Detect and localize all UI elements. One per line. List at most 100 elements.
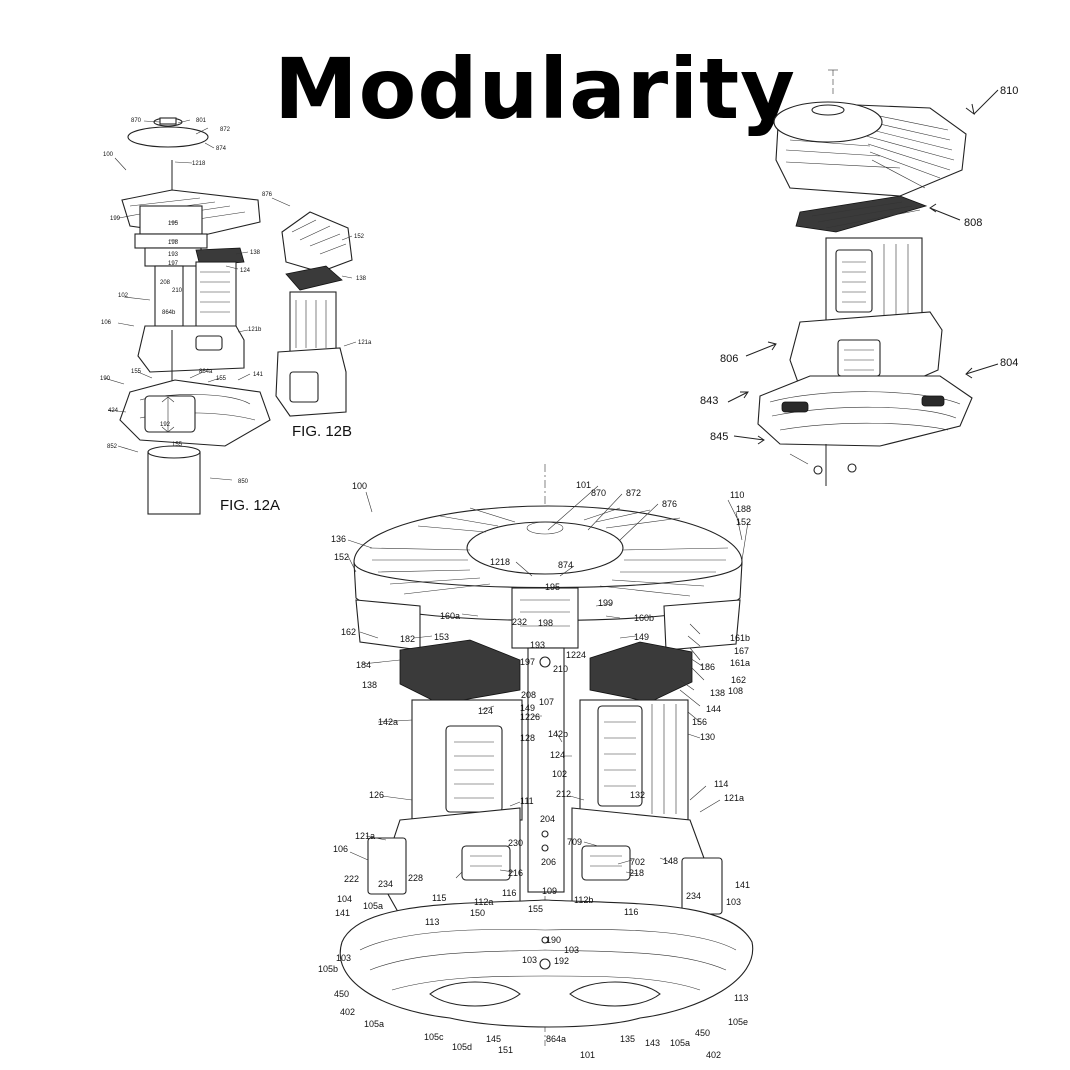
modular-view-label: 808: [964, 217, 982, 229]
fig12a-label: 864b: [162, 310, 176, 316]
main-view-label: 149: [520, 703, 535, 713]
main-view-label: 450: [695, 1028, 710, 1038]
main-view-labels: 100 101 870 872 876 110 188 152 136 152 …: [318, 480, 751, 1060]
main-view-label: 197: [520, 657, 535, 667]
main-view-label: 101: [580, 1050, 595, 1060]
main-view-label: 105a: [364, 1019, 384, 1029]
main-view-drawing: [339, 464, 754, 1046]
main-view-label: 130: [700, 732, 715, 742]
main-view-label: 212: [556, 789, 571, 799]
main-view-label: 161b: [730, 633, 750, 643]
main-view-label: 162: [731, 675, 746, 685]
modular-view-label: 810: [1000, 85, 1018, 97]
fig12a-label: 121b: [248, 327, 262, 333]
main-view-label: 103: [564, 945, 579, 955]
main-view-label: 103: [336, 953, 351, 963]
fig12a-label: 155: [131, 369, 142, 375]
modular-view-label: 806: [720, 353, 738, 365]
main-view-label: 105a: [670, 1038, 690, 1048]
main-view-label: 106: [333, 844, 348, 854]
main-view-label: 110: [730, 490, 744, 500]
main-view-label: 206: [541, 857, 556, 867]
fig12a-label: 852: [107, 444, 118, 450]
main-view-label: 153: [434, 632, 449, 642]
fig12a-label: 208: [160, 280, 171, 286]
main-view-label: 135: [620, 1034, 635, 1044]
main-view-label: 148: [663, 856, 678, 866]
main-view-label: 116: [502, 888, 516, 898]
main-view-label: 138: [710, 688, 725, 698]
main-view-label: 105e: [728, 1017, 748, 1027]
main-view-label: 132: [630, 790, 645, 800]
fig12a-caption: FIG. 12A: [220, 497, 280, 514]
fig12a-label: 198: [168, 240, 179, 246]
main-view-label: 113: [734, 993, 748, 1003]
fig12a-label: 138: [250, 250, 261, 256]
main-view-label: 155: [528, 904, 543, 914]
main-view-label: 142b: [548, 729, 568, 739]
main-view-label: 112b: [574, 895, 593, 905]
fig12a-label: 100: [103, 152, 114, 158]
fig12b-label: 121a: [358, 340, 372, 346]
main-view-label: 184: [356, 660, 371, 670]
main-view-label: 193: [530, 640, 545, 650]
main-view-label: 872: [626, 488, 641, 498]
main-view-label: 218: [629, 868, 644, 878]
main-view-label: 1218: [490, 557, 510, 567]
main-view-label: 222: [344, 874, 359, 884]
main-view-label: 108: [728, 686, 743, 696]
fig12b-labels: 876 152 138 121a FIG. 12B: [262, 192, 372, 440]
main-view-label: 228: [408, 873, 423, 883]
main-view-label: 150: [470, 908, 485, 918]
main-view-label: 232: [512, 617, 527, 627]
modular-view-labels: 810 808 806 804 843 845: [700, 85, 1018, 443]
main-view-label: 204: [540, 814, 555, 824]
fig12a-label: 102: [118, 293, 129, 299]
main-view-label: 152: [334, 552, 349, 562]
main-view-label: 216: [508, 868, 523, 878]
fig12a-label: 424: [108, 408, 119, 414]
fig12b-label: 876: [262, 192, 273, 198]
main-view-label: 152: [736, 517, 751, 527]
main-view-label: 156: [692, 717, 707, 727]
main-view-label: 702: [630, 857, 645, 867]
main-view-label: 105d: [452, 1042, 472, 1052]
fig12a-label: 197: [168, 261, 179, 267]
main-view-label: 709: [567, 837, 582, 847]
main-view-label: 142a: [378, 717, 398, 727]
main-view-label: 198: [538, 618, 553, 628]
page-title: Modularity: [274, 40, 796, 138]
main-view-label: 145: [486, 1034, 501, 1044]
fig12a-label: 141: [253, 372, 264, 378]
main-view-label: 126: [369, 790, 384, 800]
main-view-label: 124: [478, 706, 493, 716]
modular-view-drawing: [727, 69, 999, 486]
main-view-label: 230: [508, 838, 523, 848]
fig12a-label: 850: [238, 479, 249, 485]
main-view-label: 113: [425, 917, 439, 927]
main-view-label: 167: [734, 646, 749, 656]
main-view-label: 450: [334, 989, 349, 999]
main-view-label: 124: [550, 750, 565, 760]
fig12b-label: 152: [354, 234, 365, 240]
main-view-label: 186: [700, 662, 715, 672]
fig12a-label: 870: [131, 118, 142, 124]
fig12a-label: 193: [168, 252, 179, 258]
main-view-label: 402: [706, 1050, 721, 1060]
main-view-label: 105b: [318, 964, 338, 974]
main-view-label: 402: [340, 1007, 355, 1017]
main-view-label: 141: [735, 880, 750, 890]
main-view-label: 234: [378, 879, 393, 889]
main-view-label: 109: [542, 886, 557, 896]
fig12a-label: 1218: [192, 161, 206, 167]
main-view-label: 103: [726, 897, 741, 907]
main-view-label: 208: [521, 690, 536, 700]
main-view-label: 138: [362, 680, 377, 690]
fig12b-caption: FIG. 12B: [292, 423, 352, 440]
fig12a-label: 801: [196, 118, 207, 124]
fig12a-label: 199: [110, 216, 121, 222]
main-view-label: 114: [714, 779, 728, 789]
fig12b-label: 138: [356, 276, 367, 282]
main-view-label: 100: [352, 481, 367, 491]
